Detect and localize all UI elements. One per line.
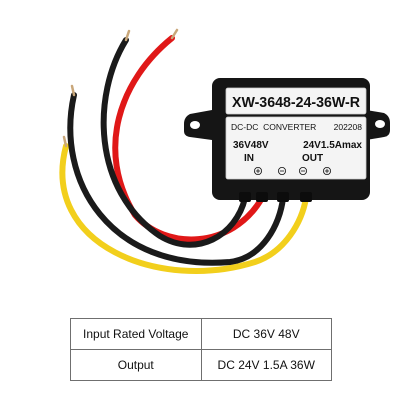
plus-icon-in <box>253 166 262 175</box>
spec-label: Input Rated Voltage <box>70 318 202 350</box>
grommet-2 <box>256 192 268 202</box>
black-wire-top <box>100 37 248 248</box>
spec-table: Input Rated Voltage DC 36V 48V Output DC… <box>70 318 332 381</box>
spec-value: DC 36V 48V <box>200 318 332 350</box>
black-wire-top-tip <box>124 29 131 42</box>
model-name: XW-3648-24-36W-R <box>232 95 361 111</box>
wire-exits <box>239 192 312 202</box>
input-voltage: 36V48V <box>233 140 269 151</box>
yellow-wire-tip <box>62 135 68 148</box>
grommet-4 <box>300 192 312 202</box>
converter-type-label: DC-DC CONVERTER <box>231 122 316 132</box>
in-label: IN <box>244 153 254 164</box>
black-wire-left <box>67 92 286 266</box>
product-photo: XW-3648-24-36W-R DC-DC CONVERTER 202208 … <box>59 28 390 274</box>
mounting-hole-left <box>190 121 200 129</box>
yellow-wire <box>59 143 309 274</box>
batch-code: 202208 <box>334 122 363 132</box>
spec-label-plate <box>225 116 367 180</box>
table-row: Output DC 24V 1.5A 36W <box>70 349 332 381</box>
red-wire-tip <box>170 28 179 40</box>
grommet-1 <box>239 192 251 202</box>
wire-bundle <box>59 35 309 274</box>
spec-value: DC 24V 1.5A 36W <box>200 349 332 381</box>
plus-icon-out <box>322 166 331 175</box>
wire-tips <box>62 28 179 148</box>
spec-label: Output <box>70 349 202 381</box>
table-row: Input Rated Voltage DC 36V 48V <box>70 318 332 350</box>
mounting-hole-right <box>375 120 385 128</box>
converter-module: XW-3648-24-36W-R DC-DC CONVERTER 202208 … <box>184 78 390 202</box>
polarity-marks <box>253 166 331 175</box>
minus-icon-in <box>277 166 286 175</box>
out-label: OUT <box>302 153 323 164</box>
output-rating: 24V1.5Amax <box>303 140 362 151</box>
black-wire-left-tip <box>70 84 76 97</box>
model-label-plate <box>225 87 367 115</box>
minus-icon-out <box>298 166 307 175</box>
grommet-3 <box>277 192 289 202</box>
